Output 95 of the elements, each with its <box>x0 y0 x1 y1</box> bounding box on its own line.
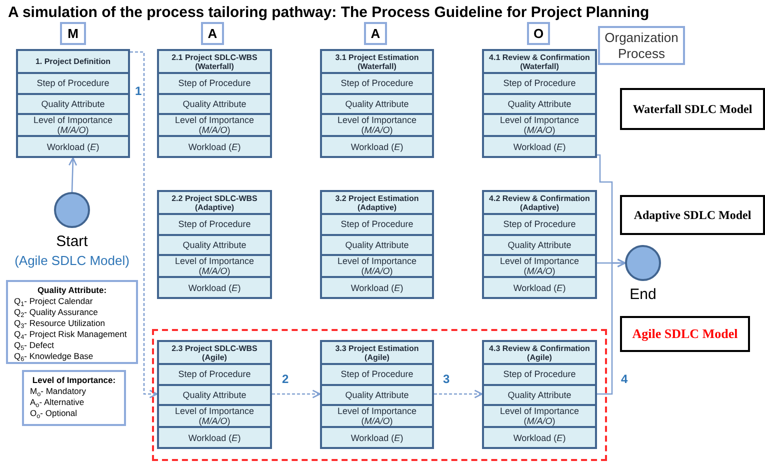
quality-row: Quality Attribute <box>484 234 595 254</box>
importance-row: Level of Importance (M/A/O) <box>159 254 270 276</box>
connector-arrow <box>130 51 158 398</box>
procedure-row: Step of Procedure <box>159 363 270 384</box>
node-caption: End <box>630 285 656 305</box>
legend-item: A$_{o}$- Alternative <box>30 397 86 408</box>
importance-row: Level of Importance (M/A/O) <box>322 113 432 136</box>
node-caption: (Agile SDLC Model) <box>14 252 130 270</box>
legend-item: Q$_{4}$- Project Risk Management <box>14 329 128 340</box>
quality-row: Quality Attribute <box>159 384 270 404</box>
legend-box <box>6 280 138 364</box>
importance-row: Level of Importance (M/A/O) <box>159 113 270 136</box>
importance-row: Level of Importance (M/A/O) <box>484 404 595 426</box>
legend-heading: Level of Importance: <box>31 375 117 386</box>
card-header: 1. Project Definition <box>34 56 112 68</box>
process-card <box>320 190 434 299</box>
procedure-row: Step of Procedure <box>322 363 432 384</box>
edge-label: 1 <box>134 84 143 98</box>
quality-row: Quality Attribute <box>18 92 128 114</box>
quality-row: Quality Attribute <box>322 384 432 404</box>
procedure-row: Step of Procedure <box>159 213 270 234</box>
workload-row: Workload (E) <box>322 135 432 156</box>
importance-row: Level of Importance (M/A/O) <box>322 254 432 276</box>
quality-row: Quality Attribute <box>159 234 270 254</box>
procedure-row: Step of Procedure <box>322 72 432 93</box>
model-box: Waterfall SDLC Model <box>620 88 765 130</box>
importance-row: Level of Importance (M/A/O) <box>18 113 128 136</box>
dashed-group-box <box>152 329 607 461</box>
legend-box <box>22 370 126 426</box>
process-card <box>320 340 434 449</box>
edge-label: 2 <box>281 372 290 386</box>
legend-item: O$_{o}$- Optional <box>30 408 78 419</box>
edge-label: 3 <box>442 372 451 386</box>
workload-row: Workload (E) <box>322 426 432 448</box>
diagram-title: A simulation of the process tailoring pathway: The Process Guideline for Project Planning <box>8 3 650 23</box>
legend-item: M$_{o}$- Mandatory <box>30 386 87 397</box>
legend-item: Q$_{3}$- Resource Utilization <box>14 318 106 329</box>
connector-arrow <box>272 390 321 398</box>
importance-row: Level of Importance (M/A/O) <box>322 404 432 426</box>
workload-row: Workload (E) <box>159 426 270 448</box>
process-card <box>320 49 434 158</box>
legend-item: Q$_{1}$- Project Calendar <box>14 296 94 307</box>
workload-row: Workload (E) <box>484 135 595 156</box>
column-header-box: O <box>527 22 550 45</box>
process-card <box>482 190 597 299</box>
model-box: Agile SDLC Model <box>620 316 750 352</box>
process-card <box>482 340 597 449</box>
workload-row: Workload (E) <box>18 135 128 156</box>
procedure-row: Step of Procedure <box>322 213 432 234</box>
column-header-box: A <box>364 22 387 45</box>
procedure-row: Step of Procedure <box>159 72 270 93</box>
workload-row: Workload (E) <box>159 135 270 156</box>
procedure-row: Step of Procedure <box>18 72 128 93</box>
workload-row: Workload (E) <box>484 276 595 298</box>
legend-item: Q$_{2}$- Quality Assurance <box>14 307 99 318</box>
connector-arrow <box>434 390 483 398</box>
card-header: 3.3 Project Estimation (Agile) <box>334 342 420 363</box>
quality-row: Quality Attribute <box>159 92 270 114</box>
legend-item: Q$_{6}$- Knowledge Base <box>14 351 94 362</box>
procedure-row: Step of Procedure <box>484 72 595 93</box>
card-header: 3.2 Project Estimation (Adaptive) <box>334 192 420 213</box>
procedure-row: Step of Procedure <box>484 363 595 384</box>
legend-heading: Quality Attribute: <box>36 285 108 296</box>
importance-row: Level of Importance (M/A/O) <box>484 254 595 276</box>
workload-row: Workload (E) <box>484 426 595 448</box>
card-header: 4.3 Review & Confirmation (Agile) <box>488 342 591 363</box>
importance-row: Level of Importance (M/A/O) <box>159 404 270 426</box>
process-card <box>157 49 272 158</box>
column-header-box: A <box>201 22 224 45</box>
card-header: 2.3 Project SDLC-WBS (Agile) <box>170 342 258 363</box>
process-card <box>157 340 272 449</box>
process-card <box>157 190 272 299</box>
card-header: 2.2 Project SDLC-WBS (Adaptive) <box>170 192 258 213</box>
legend-item: Q$_{5}$- Defect <box>14 340 55 351</box>
card-header: 2.1 Project SDLC-WBS (Waterfall) <box>170 52 258 72</box>
node-caption: Start <box>56 232 88 252</box>
card-header: 4.2 Review & Confirmation (Adaptive) <box>488 192 591 213</box>
importance-row: Level of Importance (M/A/O) <box>484 113 595 136</box>
card-header: 4.1 Review & Confirmation (Waterfall) <box>488 52 591 72</box>
connector-arrow <box>68 157 78 192</box>
process-box: Organization Process <box>598 26 685 65</box>
quality-row: Quality Attribute <box>322 234 432 254</box>
edge-label: 4 <box>620 372 629 386</box>
quality-row: Quality Attribute <box>484 92 595 114</box>
connector-arrow <box>597 258 626 268</box>
column-header-box: M <box>60 22 86 45</box>
workload-row: Workload (E) <box>159 276 270 298</box>
procedure-row: Step of Procedure <box>484 213 595 234</box>
process-card <box>16 49 130 158</box>
card-header: 3.1 Project Estimation (Waterfall) <box>334 52 420 72</box>
model-box: Adaptive SDLC Model <box>620 195 765 235</box>
process-card <box>482 49 597 158</box>
quality-row: Quality Attribute <box>322 92 432 114</box>
quality-row: Quality Attribute <box>484 384 595 404</box>
workload-row: Workload (E) <box>322 276 432 298</box>
